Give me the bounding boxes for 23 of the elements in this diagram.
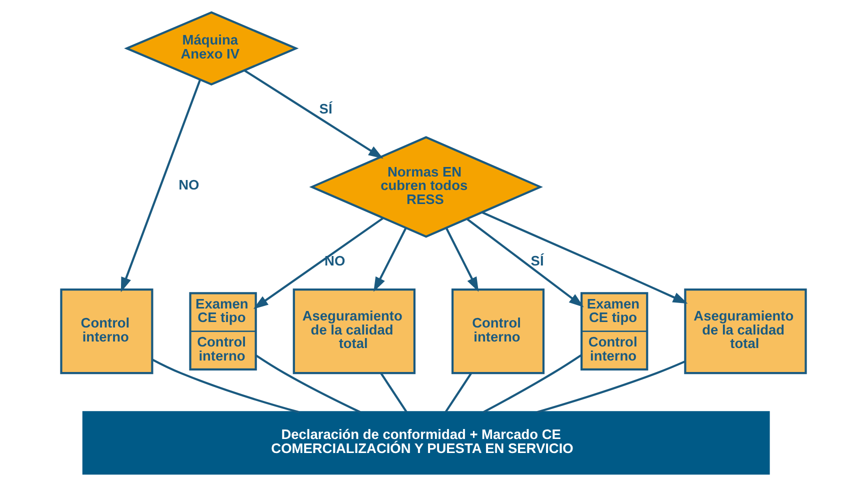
arrow <box>466 218 584 308</box>
connector <box>380 372 408 413</box>
arrow <box>482 211 688 304</box>
node-box: Aseguramiento de la calidad total <box>292 288 416 374</box>
arrow <box>374 228 407 292</box>
edge-label: NO <box>178 177 200 192</box>
arrow <box>253 217 384 309</box>
node-box: Declaración de conformidad + Marcado CE COMERCIALIZACIÓN Y PUESTA EN SERVICIO <box>82 411 770 475</box>
connector <box>255 354 361 414</box>
connector <box>444 372 472 413</box>
node-box: Control interno <box>451 288 545 374</box>
arrow <box>120 79 202 292</box>
node-box: Control interno <box>60 288 154 374</box>
node-box: Aseguramiento de la calidad total <box>684 288 807 374</box>
connector <box>483 354 582 414</box>
edge-label: SÍ <box>319 101 332 116</box>
connector <box>152 358 300 414</box>
connector <box>536 360 686 414</box>
node-diamond: Máquina Anexo IV <box>124 11 299 86</box>
arrow <box>244 70 384 159</box>
edge-label: SÍ <box>530 254 544 269</box>
arrow <box>445 228 479 292</box>
node-diamond: Normas EN cubren todos RESS <box>309 136 543 238</box>
